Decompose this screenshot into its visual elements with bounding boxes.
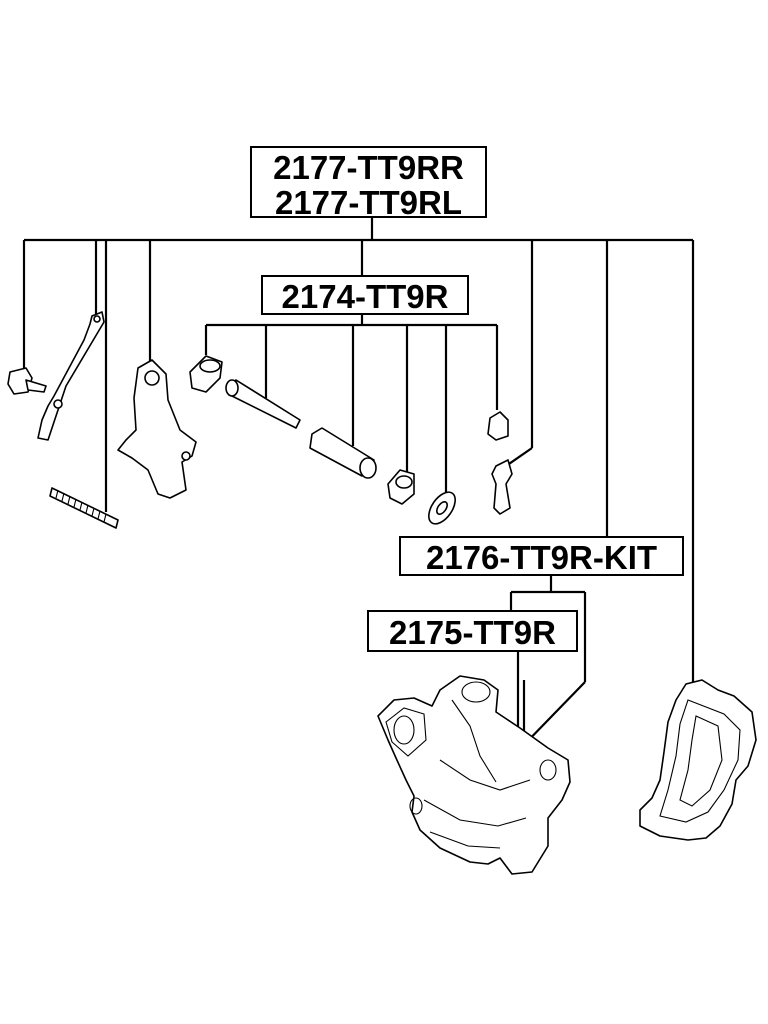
bolt-part (7, 367, 47, 395)
caliper-kit-part-number: 2176-TT9R-KIT (425, 539, 658, 576)
bracket-part (117, 359, 197, 499)
boot-part-2 (387, 469, 415, 505)
pin-sleeve-part (309, 427, 377, 479)
bleed-screw-part (491, 459, 513, 515)
pin-kit-part-number: 2174-TT9R (281, 278, 449, 315)
boot-part-1 (189, 355, 223, 393)
spring-part (49, 487, 119, 529)
leader-lines-pin-kit (204, 315, 499, 496)
pin-kit-label: 2174-TT9R (261, 275, 469, 315)
guide-pin-part (225, 379, 301, 429)
kit-rl-part-number: 2177-TT9RL (274, 184, 463, 221)
leader-lines-main (22, 218, 695, 690)
caliper-kit-label: 2176-TT9R-KIT (399, 536, 684, 576)
washer-part (428, 491, 456, 525)
caliper-body-part (377, 675, 571, 875)
caliper-label: 2175-TT9R (367, 610, 578, 652)
kit-rr-part-number: 2177-TT9RR (273, 149, 464, 186)
repair-kit-label: 2177-TT9RR 2177-TT9RL (250, 146, 487, 221)
caliper-part-number: 2175-TT9R (389, 614, 556, 651)
bleed-cap-part (487, 411, 509, 441)
lever-part (37, 311, 105, 441)
caliper-carrier-part (639, 679, 757, 841)
